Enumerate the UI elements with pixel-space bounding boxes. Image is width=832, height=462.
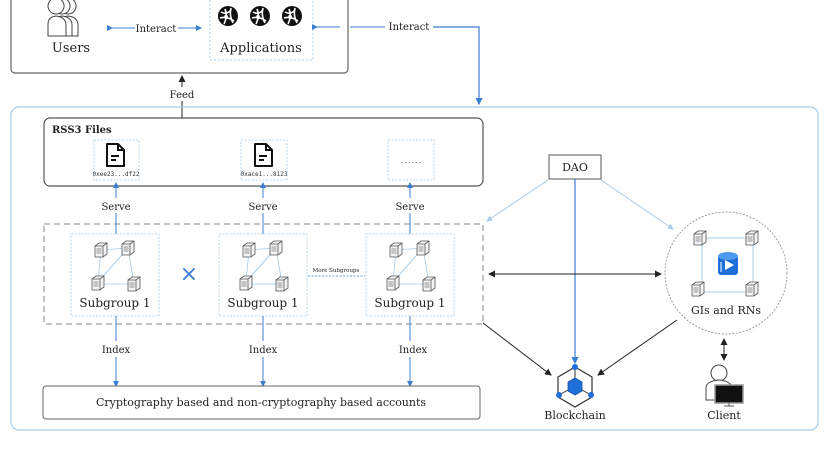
more-subgroups-link[interactable]: More Subgroups [308,268,365,277]
serve-label-1: Serve [101,202,130,213]
file-name-1: 0xee23...df22 [93,171,140,178]
gis-rns-node[interactable]: GIs and RNs [664,211,788,335]
app-globe-icon-3 [281,5,303,27]
file-box-3[interactable] [387,139,435,181]
index-connector-2: Index [249,316,278,387]
blockchain-icon [556,364,594,408]
server-network-icon [239,240,289,292]
gis-to-blockchain-arrow [597,319,678,376]
dao-label: DAO [562,161,588,174]
rss3-files-title: RSS3 Files [52,125,112,136]
subgroup-label-3: Subgroup 1 [374,296,445,310]
index-connector-1: Index [102,316,131,387]
dao-to-gis-line [600,179,674,230]
file-box-1[interactable] [93,139,140,181]
subgroup-label-2: Subgroup 1 [227,296,298,310]
server-icon [745,230,759,246]
server-icon [691,281,705,297]
gis-rns-label: GIs and RNs [691,304,761,317]
accounts-box [42,385,481,420]
serve-connector-2: Serve [248,182,278,235]
user-layer-box [10,0,349,74]
client-icon [705,364,744,407]
dao-to-subgroups-line [486,179,549,222]
multiply-icon: × [180,262,198,287]
app-globe-icon-2 [249,5,271,27]
subgroup-2[interactable]: Subgroup 1 [218,233,308,317]
client-node[interactable]: Client [705,364,744,422]
applications-label: Applications [219,41,302,56]
subgroup-label-1: Subgroup 1 [79,296,150,310]
network-container [10,106,819,431]
subgroup-1[interactable]: Subgroup 1 [70,233,160,317]
serve-label-2: Serve [248,202,277,213]
index-connector-3: Index [399,316,428,387]
subgroups-to-blockchain-arrow [482,322,552,376]
index-label-1: Index [102,345,131,356]
more-subgroups-label: More Subgroups [313,268,360,274]
users-icon [47,0,79,37]
index-label-3: Index [399,345,428,356]
users-label: Users [52,41,90,56]
document-icon-2 [254,143,273,167]
index-label-2: Index [249,345,278,356]
interact-label-users-apps: Interact [136,24,177,35]
router-icon [718,252,738,275]
interact-label-apps-network: Interact [389,22,430,33]
accounts-label: Cryptography based and non-cryptography … [96,396,426,409]
serve-label-3: Serve [395,202,424,213]
server-network-icon [386,240,436,292]
interact-line-network [433,26,483,106]
file-name-3: ...... [400,158,422,165]
server-network-icon [91,240,141,292]
serve-connector-3: Serve [395,182,425,235]
document-icon-1 [106,143,125,167]
client-label: Client [707,409,741,422]
blockchain-label: Blockchain [544,409,605,422]
file-box-2[interactable] [240,139,288,181]
applications-box [209,0,314,61]
app-globe-icon-1 [217,5,239,27]
server-icon [745,281,759,297]
file-name-2: 0xace1...8123 [241,171,288,178]
dao-box[interactable] [548,154,602,180]
server-icon [693,230,707,246]
subgroup-3[interactable]: Subgroup 1 [365,233,455,317]
blockchain-node[interactable]: Blockchain [544,364,606,422]
feed-label: Feed [170,90,195,101]
serve-connector-1: Serve [101,182,131,235]
